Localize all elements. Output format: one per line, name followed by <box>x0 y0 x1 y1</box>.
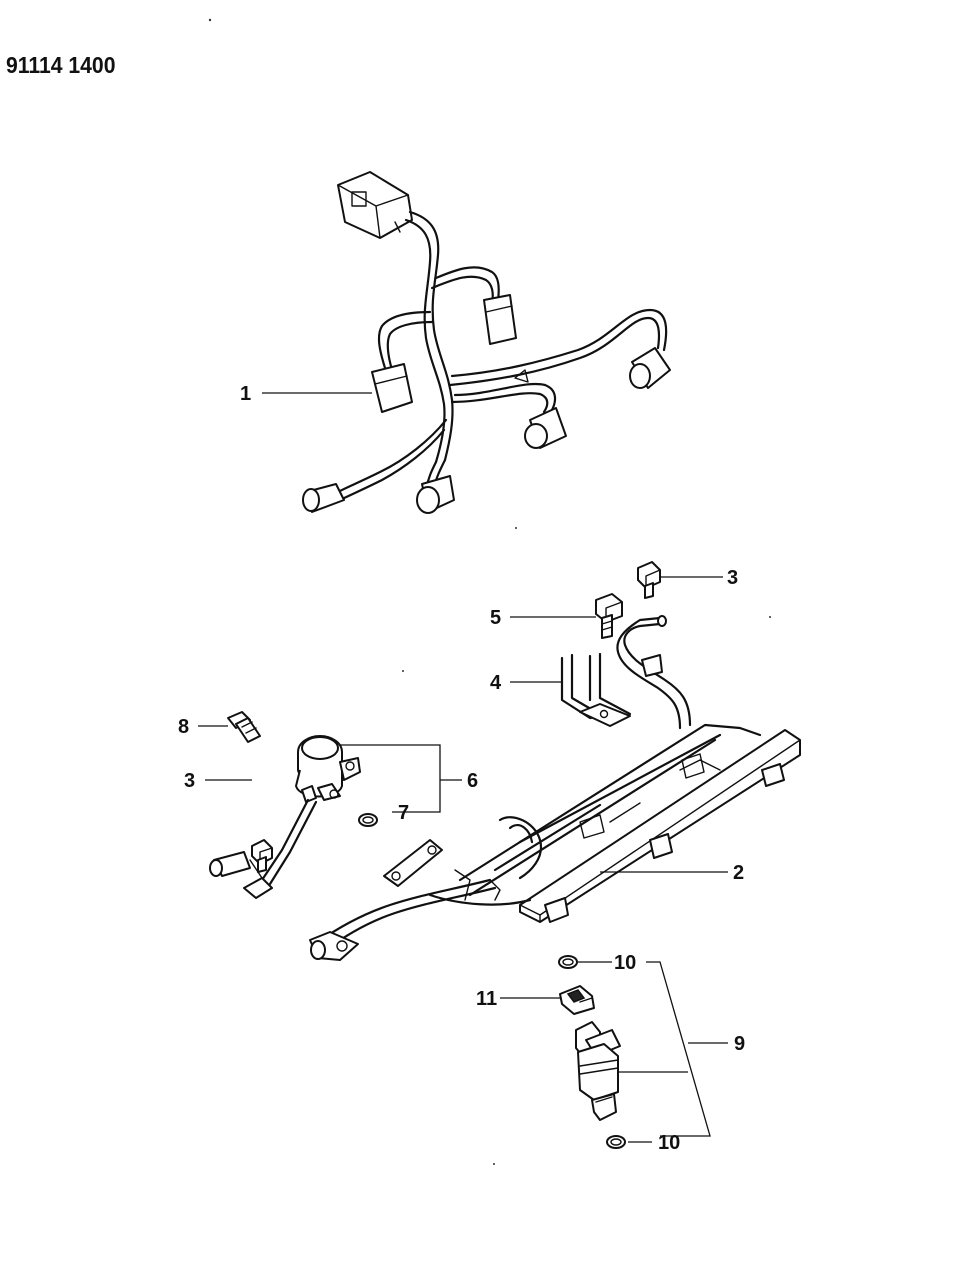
callout-2: 2 <box>733 862 744 884</box>
o-ring-10-lower <box>606 1135 626 1149</box>
bolt-8 <box>227 711 261 743</box>
harness-main-connector <box>337 171 413 239</box>
callout-4: 4 <box>490 672 502 694</box>
harness-connector-right <box>629 347 671 389</box>
leader-lines <box>198 392 728 1143</box>
harness-connector-lower <box>416 475 455 514</box>
callout-3-upper: 3 <box>727 567 738 589</box>
o-ring-10-upper <box>558 955 578 969</box>
callout-7: 7 <box>398 802 409 824</box>
bolt-3-left <box>251 839 273 873</box>
injector-clip <box>559 985 595 1015</box>
fuel-injector <box>575 1021 621 1121</box>
callout-8: 8 <box>178 716 189 738</box>
scan-specks <box>208 18 771 1165</box>
harness-connector-mid-right <box>524 407 567 449</box>
diagram-number: 91114 1400 <box>6 52 116 78</box>
harness-connector-lower-left <box>302 483 345 513</box>
pressure-regulator <box>209 735 361 899</box>
callout-10-upper: 10 <box>614 952 636 974</box>
callout-numbers: 1 3 5 4 8 6 3 7 2 10 11 9 10 <box>178 383 745 1154</box>
bolt-upper <box>637 561 661 599</box>
callout-11: 11 <box>476 988 497 1010</box>
callout-5: 5 <box>490 607 501 629</box>
callout-1: 1 <box>240 383 251 405</box>
harness-connector-left <box>371 363 413 413</box>
o-ring-7 <box>358 813 378 827</box>
fuel-rail <box>309 615 801 961</box>
harness-connector-upper <box>483 294 517 345</box>
bolt-5 <box>595 593 623 639</box>
callout-9: 9 <box>734 1033 745 1055</box>
callout-10-lower: 10 <box>658 1132 680 1154</box>
bracket <box>560 652 632 727</box>
wiring-harness <box>302 171 671 514</box>
callout-3-left: 3 <box>184 770 195 792</box>
callout-6: 6 <box>467 770 478 792</box>
